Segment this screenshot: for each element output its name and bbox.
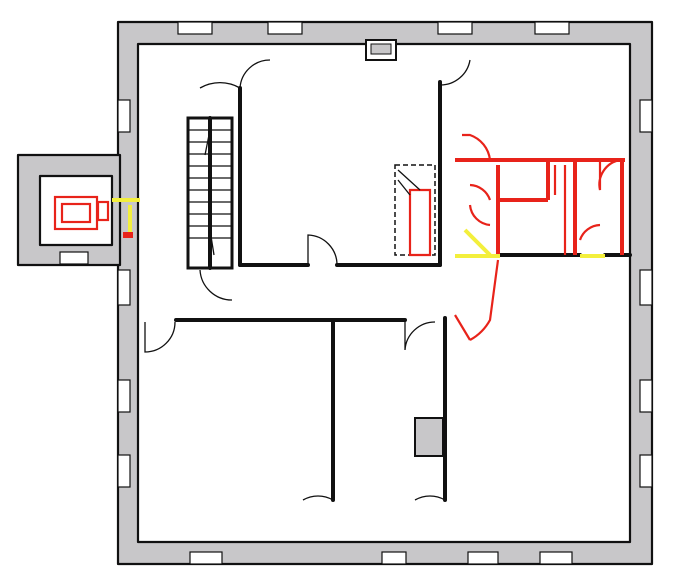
secondary-staircase <box>394 164 436 257</box>
fireplace <box>414 417 444 457</box>
interior-walls <box>174 80 632 502</box>
exterior-walls <box>116 20 654 566</box>
annex-fixture <box>53 195 140 238</box>
annex-walls <box>16 153 122 267</box>
main-staircase <box>186 116 234 270</box>
new-bathroom <box>454 133 625 341</box>
windows <box>117 21 653 565</box>
door-swings <box>144 59 471 501</box>
